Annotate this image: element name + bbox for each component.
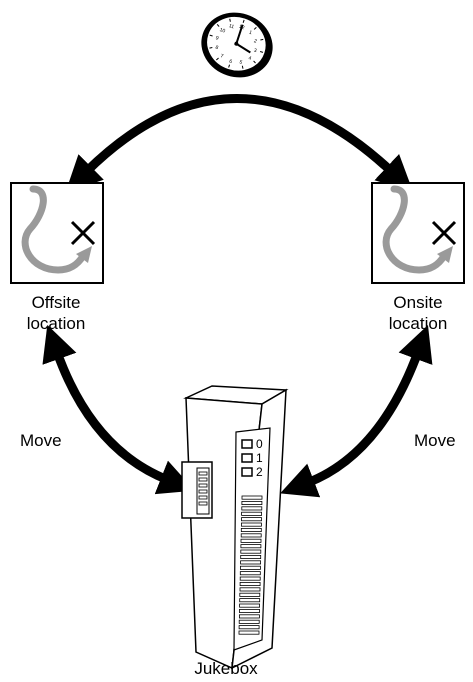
cartridge-slot: [240, 549, 262, 554]
cartridge-slot: [240, 533, 262, 538]
cartridge-slot: [240, 528, 262, 533]
clock-tick: [242, 19, 245, 23]
cartridge-slot: [239, 582, 261, 587]
clock-tick: [229, 18, 231, 22]
cycle-arrow-icon: [280, 324, 433, 498]
offsite-location-box: [10, 182, 104, 284]
cartridge-slot: [241, 506, 263, 511]
slot-number-1: 1: [256, 451, 263, 465]
clock-number: 2: [253, 38, 258, 45]
close-icon: [70, 220, 96, 246]
offsite-location-label: Offsite location: [26, 293, 86, 333]
cartridge-slot: [238, 625, 260, 630]
handle-slot: [198, 477, 208, 482]
cartridge-slot: [241, 495, 263, 500]
cartridge-slot: [239, 565, 261, 570]
cartridge-slot: [238, 614, 260, 619]
handle-slot: [198, 489, 208, 494]
clock-number: 10: [219, 27, 226, 34]
cycle-arrow-icon: [42, 324, 195, 495]
cartridge-slot: [239, 571, 261, 576]
cartridge-slot: [238, 630, 260, 635]
cartridge-slot: [240, 522, 262, 527]
route-icon: [21, 185, 87, 274]
onsite-location-label: Onsite location: [388, 293, 448, 333]
cartridge-slot: [239, 576, 261, 581]
clock-number: 5: [238, 59, 243, 66]
cartridge-slot: [240, 555, 262, 560]
cartridge-slot: [240, 560, 262, 565]
handle-slot: [198, 495, 208, 500]
clock-tick: [253, 27, 257, 30]
onsite-location-box: [371, 182, 465, 284]
cartridge-slot: [239, 603, 261, 608]
handle-slot: [198, 483, 208, 488]
slot-number-2: 2: [256, 465, 263, 479]
cartridge-slot: [239, 598, 261, 603]
clock-number: 4: [247, 55, 252, 62]
clock-tick: [216, 57, 219, 61]
cartridge-slot: [241, 511, 263, 516]
route-icon: [382, 185, 448, 274]
cartridge-slot: [238, 619, 260, 624]
cartridge-slot: [239, 587, 261, 592]
move-left-label: Move: [20, 431, 62, 450]
jukebox-icon: [181, 385, 289, 670]
clock-number: 7: [219, 53, 224, 60]
clock-tick: [241, 65, 244, 69]
clock-number: 1: [248, 30, 253, 37]
move-right-label: Move: [414, 431, 456, 450]
clock-tick: [259, 50, 264, 53]
handle-slot: [198, 471, 208, 476]
clock-tick: [209, 47, 213, 49]
clock-tick: [228, 64, 231, 68]
clock-number: 3: [253, 48, 258, 55]
clock-tick: [253, 60, 256, 64]
clock-tick: [216, 24, 220, 27]
cartridge-slot: [239, 592, 261, 597]
close-icon: [431, 220, 457, 246]
cartridge-slot: [241, 500, 263, 505]
clock-tick: [209, 34, 213, 37]
clock-icon: 121234567891011: [201, 12, 273, 78]
clock-number: 6: [228, 59, 233, 66]
cartridge-slot: [241, 517, 262, 522]
cartridge-slot: [240, 544, 262, 549]
clock-tick: [260, 38, 264, 41]
clock-number: 11: [228, 23, 235, 30]
cartridge-slot: [240, 538, 262, 543]
cartridge-slot: [239, 609, 260, 614]
slot-number-0: 0: [256, 437, 263, 451]
cycle-arrow-icon: [65, 94, 414, 193]
jukebox-label: Jukebox: [194, 659, 258, 678]
clock-number: 9: [215, 35, 220, 42]
clock-number: 8: [215, 45, 220, 52]
handle-slot: [198, 501, 208, 506]
